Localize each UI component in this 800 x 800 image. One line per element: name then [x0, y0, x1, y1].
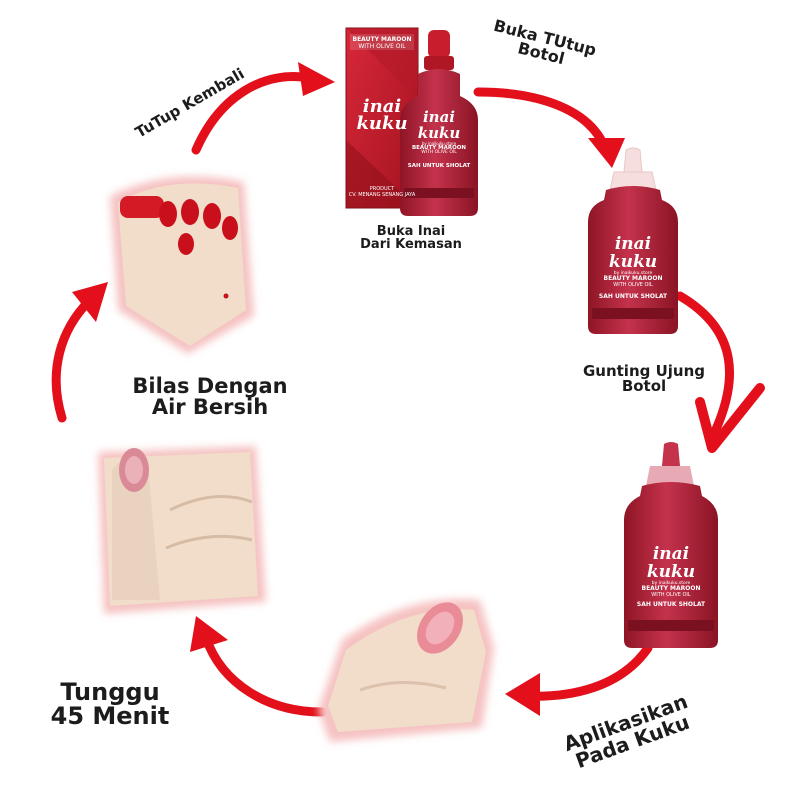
bottle2-label: inai kuku by inaikuku.store BEAUTY MAROO… [592, 236, 674, 300]
step7-hand-red-nails-image [110, 176, 254, 354]
step3-label-line2: Botol [566, 379, 722, 394]
arrow-6-to-7 [56, 282, 108, 418]
box-variant: BEAUTY MAROON [348, 36, 416, 43]
arrow-3-to-4 [505, 648, 648, 716]
arrow-4-to-5 [190, 616, 322, 712]
step1-label-line2: Dari Kemasan [348, 238, 474, 251]
bottle1-label: inai kuku by inaikuku.store BEAUTY MAROO… [404, 110, 474, 170]
step6-label: Bilas Dengan Air Bersih [112, 376, 308, 418]
step5-label-line1: Tunggu [40, 680, 180, 704]
arrow-7-to-1 [196, 62, 335, 150]
step5-label: Tunggu 45 Menit [40, 680, 180, 728]
bottle1-subvariant: WITH OLIVE OIL [404, 151, 474, 156]
bottle2-logo: inai kuku [592, 236, 674, 272]
box-subvariant: WITH OLIVE OIL [348, 43, 416, 50]
step1-label: Buka Inai Dari Kemasan [348, 225, 474, 251]
box-variant-text: BEAUTY MAROON WITH OLIVE OIL [348, 36, 416, 50]
bottle1-logo-line2: kuku [404, 126, 474, 142]
bottle2-subvariant: WITH OLIVE OIL [592, 283, 674, 288]
bottle2-logo-line2: kuku [592, 254, 674, 272]
bottle3-tagline: SAH UNTUK SHOLAT [628, 602, 714, 608]
step4-apply-nail-image [318, 594, 494, 742]
bottle1-logo: inai kuku [404, 110, 474, 142]
step6-label-line1: Bilas Dengan [112, 376, 308, 397]
step3-label: Gunting Ujung Botol [566, 364, 722, 394]
step6-label-line2: Air Bersih [112, 397, 308, 418]
bottle3-logo-line2: kuku [628, 564, 714, 582]
bottle3-label: inai kuku by inaikuku.store BEAUTY MAROO… [628, 546, 714, 608]
box-producer-name: CV. MENANG SENANG JAYA [348, 192, 416, 198]
arrow-1-to-2 [478, 92, 625, 168]
bottle1-tagline: SAH UNTUK SHOLAT [404, 164, 474, 170]
step5-label-line2: 45 Menit [40, 704, 180, 728]
box-producer: PRODUCT CV. MENANG SENANG JAYA [348, 186, 416, 198]
step5-thumb-image [98, 446, 266, 614]
bottle2-tagline: SAH UNTUK SHOLAT [592, 294, 674, 300]
bottle3-subvariant: WITH OLIVE OIL [628, 593, 714, 598]
bottle3-logo: inai kuku [628, 546, 714, 582]
